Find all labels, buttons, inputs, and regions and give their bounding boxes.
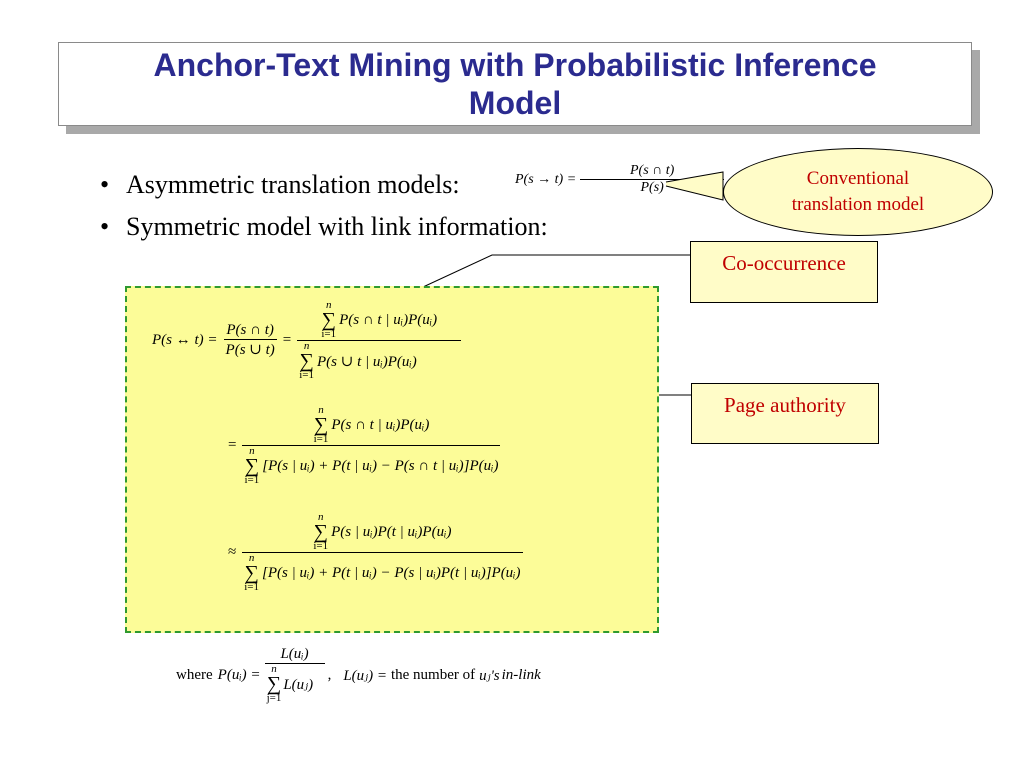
where-def-text: the number of xyxy=(390,666,476,683)
line2-num-wrap: n ∑ i=1 P(s ∩ t | uᵢ)P(uᵢ) xyxy=(312,405,432,445)
page-authority-label: Page authority xyxy=(724,393,846,417)
sigma: ∑ xyxy=(321,309,336,331)
line2-num: P(s ∩ t | uᵢ)P(uᵢ) xyxy=(331,416,430,433)
sum-top: n xyxy=(317,511,324,523)
ellipse-pointer xyxy=(665,171,724,201)
sigma: ∑ xyxy=(244,562,259,584)
sum-symbol: n ∑ i=1 xyxy=(244,446,259,486)
where-def-var: uⱼ's xyxy=(479,667,500,684)
line3-den: [P(s | uᵢ) + P(t | uᵢ) − P(s | uᵢ)P(t | … xyxy=(262,564,521,581)
bullet-dot: • xyxy=(100,170,110,199)
sum-symbol: n ∑ i=1 xyxy=(299,341,314,381)
where-definition: where P(uᵢ) = L(uᵢ) n ∑ j=1 L(uⱼ) , L(uⱼ… xyxy=(176,646,541,704)
where-den-wrap: n ∑ j=1 L(uⱼ) xyxy=(264,663,325,704)
sum-bottom: i=1 xyxy=(299,369,314,381)
sum-symbol: n ∑ i=1 xyxy=(321,300,336,340)
sum-top: n xyxy=(249,445,255,457)
title-line-2: Model xyxy=(468,85,562,121)
sum-bottom: i=1 xyxy=(313,433,329,445)
sym-frac1-den: P(s ∪ t) xyxy=(223,339,277,359)
bullet-asymmetric-text: Asymmetric translation models: xyxy=(126,170,460,199)
formula-area xyxy=(125,286,659,633)
bullet-symmetric-text: Symmetric model with link information: xyxy=(126,212,548,241)
sigma: ∑ xyxy=(313,414,329,436)
where-frac: L(uᵢ) n ∑ j=1 L(uⱼ) xyxy=(264,646,325,704)
asym-fraction: P(s ∩ t) P(s) xyxy=(580,163,725,196)
sym-frac1: P(s ∩ t) P(s ∪ t) xyxy=(223,322,277,359)
line3-num-wrap: n ∑ i=1 P(s | uᵢ)P(t | uᵢ)P(uᵢ) xyxy=(311,512,453,552)
asym-numerator: P(s ∩ t) xyxy=(630,163,675,178)
line3-den-wrap: n ∑ i=1 [P(s | uᵢ) + P(t | uᵢ) − P(s | u… xyxy=(242,552,523,593)
symmetric-line-3: ≈ n ∑ i=1 P(s | uᵢ)P(t | uᵢ)P(uᵢ) n ∑ i=… xyxy=(228,512,523,593)
sym-eq: = xyxy=(282,332,292,348)
cooccurrence-leader xyxy=(394,254,690,301)
cooccurrence-label: Co-occurrence xyxy=(722,251,846,275)
sum-top: n xyxy=(303,340,310,352)
line2-den-wrap: n ∑ i=1 [P(s | uᵢ) + P(t | uᵢ) − P(s ∩ t… xyxy=(242,445,501,486)
where-sep: , xyxy=(327,666,332,683)
slide-title: Anchor-Text Mining with Probabilistic In… xyxy=(153,46,876,122)
sum-top: n xyxy=(248,552,255,564)
sum-top: n xyxy=(318,404,324,416)
symmetric-line-2: = n ∑ i=1 P(s ∩ t | uᵢ)P(uᵢ) n ∑ i=1 [P(… xyxy=(228,405,501,486)
where-num: L(uᵢ) xyxy=(280,646,309,662)
asymmetric-formula: P(s → t) = P(s ∩ t) P(s) xyxy=(515,163,725,196)
sum-bottom: j=1 xyxy=(266,692,282,704)
line2-frac: n ∑ i=1 P(s ∩ t | uᵢ)P(uᵢ) n ∑ i=1 [P(s … xyxy=(242,405,501,486)
line2-den: [P(s | uᵢ) + P(t | uᵢ) − P(s ∩ t | uᵢ)]P… xyxy=(262,457,499,474)
line3-frac: n ∑ i=1 P(s | uᵢ)P(t | uᵢ)P(uᵢ) n ∑ i=1 … xyxy=(242,512,523,593)
sigma: ∑ xyxy=(313,521,328,543)
bullet-asymmetric: • Asymmetric translation models: xyxy=(100,170,460,200)
sigma: ∑ xyxy=(244,455,259,477)
line3-op: ≈ xyxy=(228,544,237,560)
asym-denominator: P(s) xyxy=(580,179,725,196)
where-den: L(uⱼ) xyxy=(283,676,314,693)
bullet-dot: • xyxy=(100,212,110,241)
title-line-1: Anchor-Text Mining with Probabilistic In… xyxy=(153,47,877,83)
sym-frac2-den: P(s ∪ t | uᵢ)P(uᵢ) xyxy=(317,353,417,370)
cooccurrence-callout: Co-occurrence xyxy=(690,241,878,303)
sigma: ∑ xyxy=(266,673,282,695)
sym-frac2-num-wrap: n ∑ i=1 P(s ∩ t | uᵢ)P(uᵢ) xyxy=(319,300,439,340)
conventional-line-1: Conventional xyxy=(806,168,910,189)
title-box: Anchor-Text Mining with Probabilistic In… xyxy=(58,42,972,126)
sum-bottom: i=1 xyxy=(313,540,329,552)
line3-num: P(s | uᵢ)P(t | uᵢ)P(uᵢ) xyxy=(331,523,452,540)
where-def-tail: in-link xyxy=(501,666,541,683)
sym-lhs: P(s ↔ t) = xyxy=(152,332,218,348)
sym-frac2-num: P(s ∩ t | uᵢ)P(uᵢ) xyxy=(339,311,438,328)
sum-bottom: i=1 xyxy=(321,328,337,340)
sym-frac2: n ∑ i=1 P(s ∩ t | uᵢ)P(uᵢ) n ∑ i=1 P(s ∪… xyxy=(297,300,462,381)
conventional-line-2: translation model xyxy=(791,194,925,215)
line2-op: = xyxy=(228,437,237,453)
conventional-callout: Conventional translation model xyxy=(723,148,993,236)
sum-symbol: n ∑ i=1 xyxy=(244,553,259,593)
sym-frac1-num: P(s ∩ t) xyxy=(226,322,274,338)
sum-symbol: n ∑ i=1 xyxy=(313,512,328,552)
where-lhs: P(uᵢ) = xyxy=(217,666,261,683)
sum-symbol: n ∑ j=1 xyxy=(267,664,282,704)
sigma: ∑ xyxy=(299,350,314,372)
bullet-symmetric: • Symmetric model with link information: xyxy=(100,212,548,242)
sum-bottom: i=1 xyxy=(244,581,259,593)
where-def-lhs: L(uⱼ) = xyxy=(343,667,387,684)
where-prefix: where xyxy=(176,666,213,683)
sum-top: n xyxy=(325,299,332,311)
sym-frac2-den-wrap: n ∑ i=1 P(s ∪ t | uᵢ)P(uᵢ) xyxy=(297,340,462,381)
page-authority-callout: Page authority xyxy=(691,383,879,444)
sum-top: n xyxy=(271,663,277,675)
sum-bottom: i=1 xyxy=(244,474,260,486)
symmetric-line-1: P(s ↔ t) = P(s ∩ t) P(s ∪ t) = n ∑ i=1 P… xyxy=(152,300,462,381)
sum-symbol: n ∑ i=1 xyxy=(314,405,329,445)
asym-lhs: P(s → t) = xyxy=(515,171,577,187)
